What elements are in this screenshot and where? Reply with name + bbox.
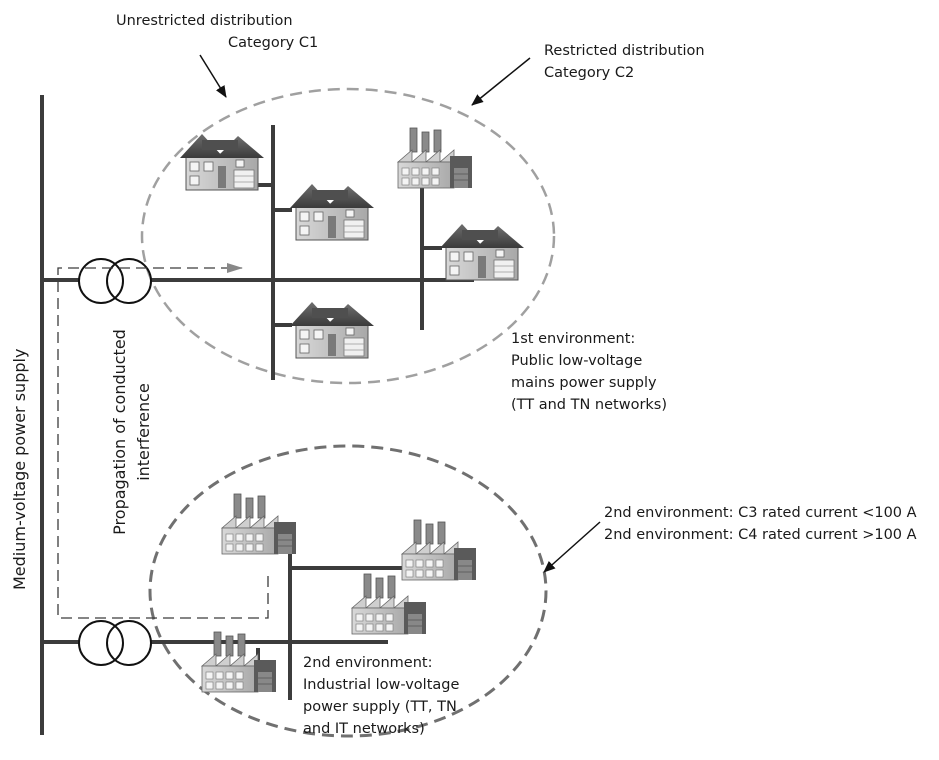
env1-line2: Public low-voltage [511, 353, 642, 369]
interference-propagation-path [57, 263, 269, 619]
c4-rated-current-label: 2nd environment: C4 rated current >100 A [604, 527, 917, 543]
factory-icon [351, 573, 427, 635]
house-icon [289, 301, 375, 359]
restricted-distribution-label: Restricted distribution [544, 43, 705, 59]
c2-pointer-arrow [471, 57, 531, 106]
env2-line3: power supply (TT, TN [303, 699, 457, 715]
c3-rated-current-label: 2nd environment: C3 rated current <100 A [604, 505, 917, 521]
factory-icon [397, 127, 473, 189]
env1-line4: (TT and TN networks) [511, 397, 667, 413]
category-c2-label: Category C2 [544, 65, 634, 81]
env2-line4: and IT networks) [303, 721, 425, 737]
category-c3-c4-boundary [148, 444, 548, 738]
house-icon [179, 133, 265, 191]
factory-icon [221, 493, 297, 555]
lower-transformer-icon [78, 620, 152, 666]
propagation-label-line2: interference [134, 383, 153, 481]
propagation-label-line1: Propagation of conducted [110, 329, 129, 535]
env1-line3: mains power supply [511, 375, 657, 391]
c3-c4-pointer-arrow [543, 521, 601, 573]
medium-voltage-label: Medium-voltage power supply [10, 349, 29, 590]
env2-title: 2nd environment: [303, 655, 432, 671]
house-icon [289, 183, 375, 241]
category-c1-label: Category C1 [228, 35, 318, 51]
house-icon [439, 223, 525, 281]
upper-transformer-icon [78, 258, 152, 304]
env2-line2: Industrial low-voltage [303, 677, 459, 693]
category-c1-c2-boundary [140, 87, 556, 385]
env1-title: 1st environment: [511, 331, 635, 347]
unrestricted-distribution-label: Unrestricted distribution [116, 13, 293, 29]
factory-icon [401, 519, 477, 581]
c1-pointer-arrow [199, 54, 227, 98]
